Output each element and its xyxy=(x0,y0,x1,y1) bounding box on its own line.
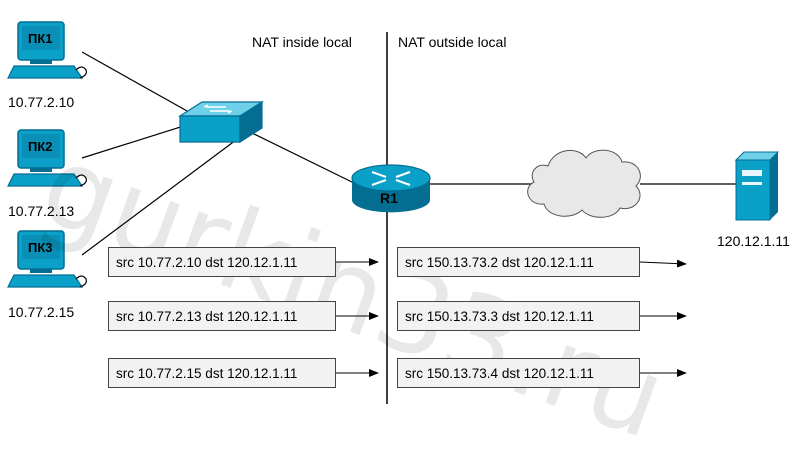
switch-icon xyxy=(177,100,265,144)
packet-outside-1: src 150.13.73.2 dst 120.12.1.11 xyxy=(397,247,640,277)
router-name: R1 xyxy=(380,190,398,206)
pc1-name: ПК1 xyxy=(28,31,53,46)
packet-inside-1: src 10.77.2.10 dst 120.12.1.11 xyxy=(108,247,336,277)
server-ip: 120.12.1.11 xyxy=(717,233,790,249)
zone-label-inside: NAT inside local xyxy=(252,34,352,50)
pc1-icon xyxy=(7,21,87,79)
cloud-icon xyxy=(527,149,641,218)
pc3-icon xyxy=(7,230,87,288)
packet-inside-3: src 10.77.2.15 dst 120.12.1.11 xyxy=(108,358,336,388)
pc3-name: ПК3 xyxy=(28,240,53,255)
packet-inside-2: src 10.77.2.13 dst 120.12.1.11 xyxy=(108,301,336,331)
server-icon xyxy=(734,151,780,221)
arrow-outside-1 xyxy=(639,259,687,268)
link-pc3-switch xyxy=(81,139,237,256)
pc2-name: ПК2 xyxy=(28,139,53,154)
link-pc1-switch xyxy=(81,51,197,117)
nat-diagram: gurkin33.ru NAT inside local NAT outside… xyxy=(7,21,790,465)
diagram-canvas xyxy=(7,21,780,404)
pc2-icon xyxy=(7,129,87,187)
link-switch-router xyxy=(249,131,357,185)
zone-label-outside: NAT outside local xyxy=(398,34,507,50)
pc2-ip: 10.77.2.13 xyxy=(8,203,75,219)
link-pc2-switch xyxy=(81,123,191,159)
packet-outside-3: src 150.13.73.4 dst 120.12.1.11 xyxy=(397,358,640,388)
packet-outside-2: src 150.13.73.3 dst 120.12.1.11 xyxy=(397,301,640,331)
pc3-ip: 10.77.2.15 xyxy=(8,304,75,320)
router-icon xyxy=(351,164,431,213)
pc1-ip: 10.77.2.10 xyxy=(8,94,75,110)
